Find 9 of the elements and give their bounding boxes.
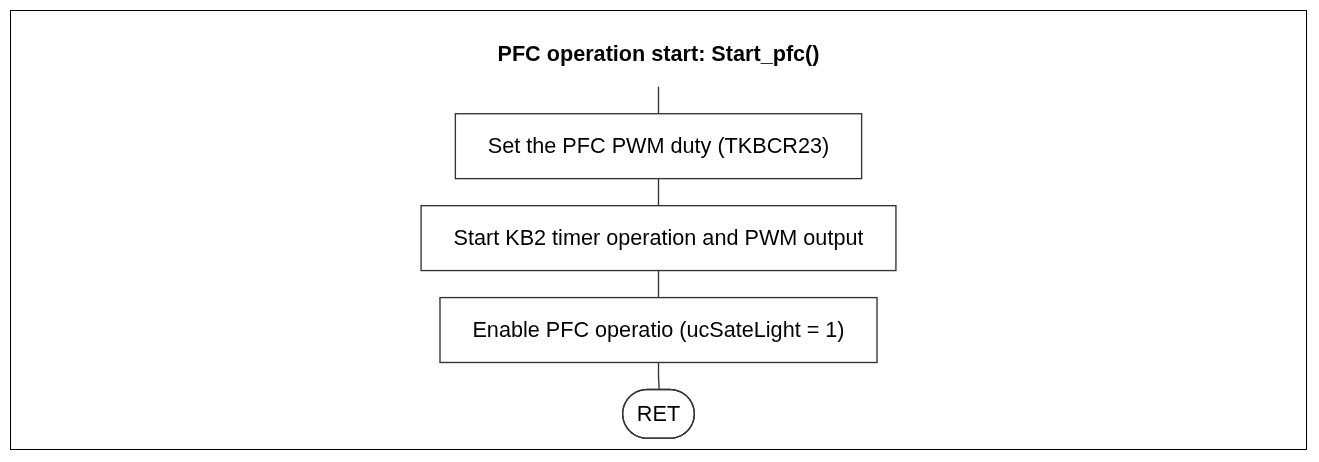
node-box [454, 113, 863, 180]
node-text: PFC operation start: Start_pfc() [497, 42, 820, 66]
node-box [420, 205, 897, 272]
connector [657, 86, 660, 115]
diagram-frame: PFC operation start: Start_pfc() Set the PFC PWM duty (TKBCR23) Start KB2 timer operation and PWM output Enable PFC operatio (ucSateLight = 1) RET [10, 10, 1307, 450]
connector [657, 269, 660, 299]
node-box [439, 296, 878, 364]
connector [657, 177, 660, 207]
connector [657, 361, 660, 391]
